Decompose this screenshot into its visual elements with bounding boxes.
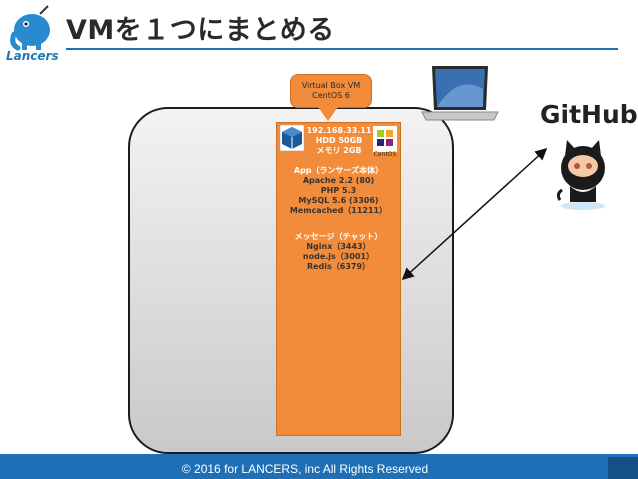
vm-ip: 192.168.33.11 (306, 126, 372, 135)
centos-icon (373, 126, 397, 152)
callout-line-1: Virtual Box VM (301, 81, 361, 90)
footer-bar (0, 454, 638, 479)
footer-accent-block (608, 457, 638, 479)
virtualbox-icon (279, 124, 305, 152)
msg-item-redis: Redis（6379） (306, 262, 371, 271)
app-item-php: PHP 5.3 (320, 186, 357, 195)
github-wordmark: GitHub (540, 100, 638, 129)
page-title: VMを１つにまとめる (66, 15, 335, 46)
callout-tail (318, 107, 338, 121)
vm-panel (276, 122, 401, 436)
logo-text: Lancers (6, 49, 59, 63)
app-item-apache: Apache 2.2 (80) (302, 176, 375, 185)
app-item-mysql: MySQL 5.6 (3306) (298, 196, 379, 205)
app-heading: App（ランサーズ本体） (293, 166, 384, 175)
vm-memory: メモリ 2GB (316, 146, 362, 155)
msg-item-node: node.js（3001） (302, 252, 375, 261)
msg-item-nginx: Nginx（3443） (306, 242, 371, 251)
vm-callout: Virtual Box VM CentOS 6 (290, 74, 372, 108)
lancers-logo-icon (10, 5, 50, 51)
title-underline (66, 48, 618, 50)
octocat-icon (556, 140, 605, 210)
vm-hdd: HDD 50GB (315, 136, 363, 145)
callout-line-2: CentOS 6 (312, 91, 350, 100)
footer-copyright: © 2016 for LANCERS, inc All Rights Reser… (181, 462, 429, 476)
app-item-memcached: Memcached（11211） (289, 206, 388, 215)
message-heading: メッセージ（チャット） (294, 232, 383, 241)
centos-label: CentOS (373, 151, 397, 158)
laptop-icon (421, 66, 499, 121)
